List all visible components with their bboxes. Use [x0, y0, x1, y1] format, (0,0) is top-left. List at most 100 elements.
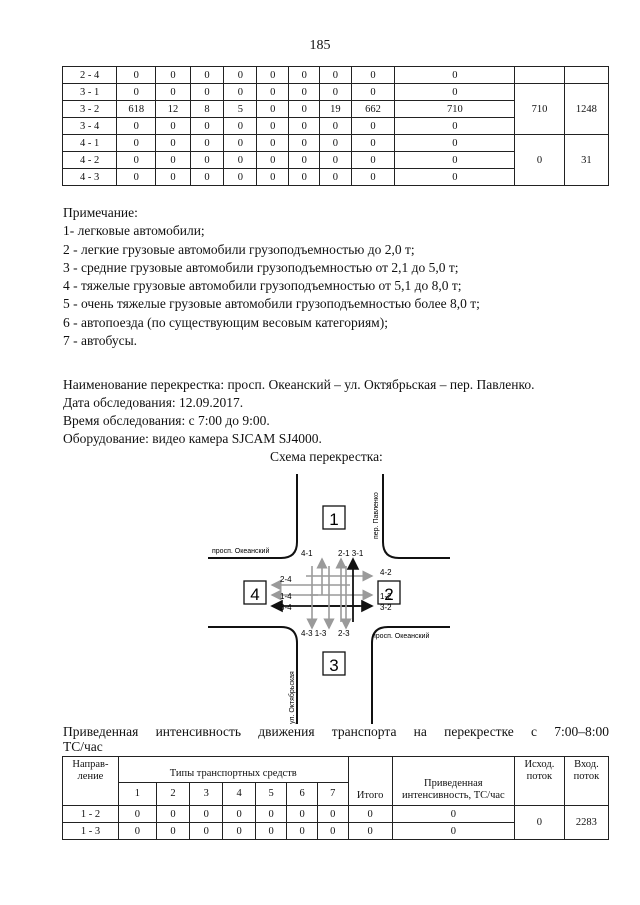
note-item: 7 - автобусы. — [63, 333, 138, 349]
direction-cell: 4 - 2 — [61, 151, 118, 169]
incoming-flow-cell: 2283 — [563, 805, 610, 840]
value-cell: 0 — [155, 151, 191, 169]
incoming-flow-cell: 1248 — [563, 83, 610, 135]
header-type-7: 7 — [316, 781, 349, 807]
note-item: 2 - легкие грузовые автомобили грузоподъ… — [63, 241, 415, 257]
road-edge-nw — [208, 474, 298, 559]
svg-text:2: 2 — [384, 585, 393, 604]
svg-text:4: 4 — [250, 585, 259, 604]
value-cell: 0 — [189, 168, 225, 186]
direction-cell: 4 - 3 — [61, 168, 118, 186]
direction-cell: 3 - 1 — [61, 83, 118, 101]
intensity-unit: ТС/час — [63, 739, 103, 754]
value-cell: 0 — [316, 805, 349, 823]
value-cell: 0 — [286, 805, 318, 823]
value-cell: 0 — [319, 168, 352, 186]
value-cell: 0 — [223, 151, 258, 169]
value-cell: 0 — [286, 822, 318, 840]
flow-label-2-3: 2-3 — [338, 629, 350, 638]
direction-cell: 1 - 3 — [62, 822, 119, 840]
value-cell: 0 — [189, 822, 224, 840]
direction-cell: 2 - 4 — [61, 66, 118, 84]
value-cell: 19 — [319, 100, 352, 118]
value-cell: 0 — [288, 117, 321, 135]
outgoing-flow-cell: 710 — [514, 83, 565, 135]
header-vehicle-types: Типы транспортных средств — [117, 756, 349, 783]
intersection-name: Наименование перекрестка: просп. Океанск… — [63, 377, 535, 392]
road-edge-se — [371, 626, 450, 724]
value-cell: 0 — [256, 117, 290, 135]
value-cell: 0 — [223, 83, 258, 101]
value-cell: 0 — [155, 805, 191, 823]
notes: Примечание: 1- легковые автомобили; 2 - … — [63, 204, 480, 350]
intensity-cell: 0 — [391, 805, 515, 823]
zone-3-box: 3 — [322, 651, 346, 676]
value-cell: 0 — [116, 83, 157, 101]
value-cell: 0 — [350, 83, 396, 101]
value-cell: 0 — [256, 100, 290, 118]
survey-time: Время обследования: с 7:00 до 9:00. — [63, 413, 270, 428]
header-type-2: 2 — [155, 781, 191, 807]
intensity-cell: 0 — [394, 83, 516, 101]
flow-label-4-2: 4-2 — [380, 568, 392, 577]
value-cell: 0 — [116, 134, 157, 152]
value-cell: 0 — [155, 66, 191, 84]
flow-label-2-4: 2-4 — [280, 575, 292, 584]
value-cell: 0 — [256, 66, 290, 84]
intensity-title: Приведенная интенсивность движения транс… — [63, 724, 609, 739]
value-cell: 0 — [288, 100, 321, 118]
value-cell: 0 — [116, 66, 157, 84]
value-cell: 0 — [254, 822, 288, 840]
header-direction: Направ- ление — [62, 756, 119, 806]
value-cell: 0 — [189, 134, 225, 152]
header-outgoing-flow: Исход. поток — [513, 756, 565, 806]
road-edge-ne — [382, 474, 450, 559]
value-cell: 0 — [155, 822, 191, 840]
zone-4-box: 4 — [243, 580, 267, 605]
value-cell: 0 — [223, 134, 258, 152]
street-label-east: просп. Океанский — [372, 632, 429, 640]
note-item: 1- легковые автомобили; — [63, 223, 205, 239]
value-cell: 12 — [155, 100, 191, 118]
survey-equipment: Оборудование: видео камера SJCAM SJ4000. — [63, 431, 322, 446]
header-total: Итого — [347, 756, 393, 806]
intensity-cell: 0 — [394, 66, 516, 84]
intersection-diagram: 1 4 2 3 пер. Павленко просп. Океанский п… — [208, 474, 450, 724]
intensity-cell: 0 — [394, 117, 516, 135]
value-cell: 0 — [116, 151, 157, 169]
value-cell: 0 — [155, 117, 191, 135]
value-cell: 0 — [223, 168, 258, 186]
value-cell: 0 — [350, 66, 396, 84]
header-type-4: 4 — [222, 781, 256, 807]
value-cell: 0 — [316, 822, 349, 840]
street-label-south: ул. Октябрьская — [288, 671, 296, 724]
value-cell: 0 — [350, 151, 396, 169]
value-cell: 0 — [117, 805, 157, 823]
value-cell: 0 — [319, 151, 352, 169]
value-cell: 0 — [189, 83, 225, 101]
header-type-1: 1 — [117, 781, 157, 807]
road-edge-sw — [208, 626, 298, 724]
value-cell: 0 — [155, 168, 191, 186]
intensity-cell: 0 — [394, 151, 516, 169]
header-incoming-flow: Вход. поток — [563, 756, 610, 806]
value-cell: 0 — [256, 151, 290, 169]
intensity-cell: 710 — [394, 100, 516, 118]
value-cell: 0 — [256, 83, 290, 101]
value-cell: 662 — [350, 100, 396, 118]
zone-1-box: 1 — [322, 505, 346, 530]
incoming-flow-cell: 31 — [563, 134, 610, 186]
incoming-flow-cell — [563, 66, 610, 84]
value-cell: 0 — [288, 168, 321, 186]
header-reduced-intensity: Приведенная интенсивность, ТС/час — [391, 756, 515, 806]
value-cell: 0 — [222, 805, 256, 823]
value-cell: 0 — [256, 168, 290, 186]
direction-cell: 1 - 2 — [62, 805, 119, 823]
value-cell: 0 — [116, 168, 157, 186]
